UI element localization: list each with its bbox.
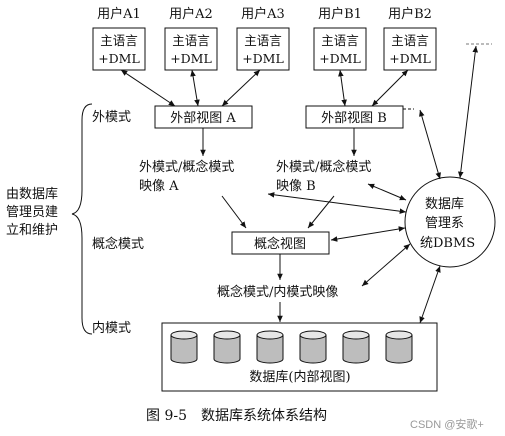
disk-cylinder-icon (385, 330, 413, 364)
svg-text:+DML: +DML (389, 51, 431, 66)
conceptual-view: 概念视图 (231, 231, 330, 255)
disk-cylinder-icon (342, 330, 370, 364)
svg-text:主语言: 主语言 (244, 33, 282, 48)
svg-text:主语言: 主语言 (391, 33, 429, 48)
level-conceptual: 概念模式 (92, 236, 144, 252)
arrow-mapping-a-conceptual (221, 195, 247, 229)
dba-label-line3: 立和维护 (6, 223, 58, 238)
mapping-a-line1: 外模式/概念模式 (139, 159, 234, 175)
arrow-a1-view-a (120, 69, 176, 107)
arrow-a3-view-a (221, 69, 261, 107)
svg-text:统DBMS: 统DBMS (420, 236, 475, 251)
user-label-a3: 用户A3 (241, 6, 285, 22)
svg-text:主语言: 主语言 (100, 33, 138, 48)
user-program-b2: 主语言 +DML (383, 27, 437, 71)
figure-caption: 图 9-5 数据库系统体系结构 (146, 408, 327, 424)
arrow-dbms-mapping-b (367, 183, 407, 201)
disk-cylinder-icon (170, 330, 198, 364)
disk-cylinder-icon (299, 330, 327, 364)
svg-text:+DML: +DML (242, 51, 284, 66)
user-label-b1: 用户B1 (318, 6, 362, 22)
dba-label-line1: 由数据库 (6, 186, 58, 202)
arrow-b1-view-b (338, 69, 347, 107)
external-view-b: 外部视图 B (305, 105, 404, 129)
level-internal: 内模式 (92, 320, 131, 336)
disk-cylinder-icon (256, 330, 284, 364)
arrow-dbms-database (419, 265, 441, 324)
disk-cylinders (170, 330, 413, 364)
external-view-a: 外部视图 A (154, 105, 253, 129)
svg-text:主语言: 主语言 (321, 33, 359, 48)
svg-text:+DML: +DML (98, 51, 140, 66)
arrow-dbms-view-b (419, 109, 441, 180)
svg-text:+DML: +DML (170, 51, 212, 66)
user-program-b1: 主语言 +DML (313, 27, 367, 71)
arrow-dbms-conceptual (330, 226, 406, 242)
user-program-a2: 主语言 +DML (164, 27, 218, 71)
svg-text:主语言: 主语言 (172, 33, 210, 48)
watermark: CSDN @安歌+ (410, 417, 484, 431)
arrow-dbms-top (457, 45, 479, 179)
user-label-a1: 用户A1 (97, 6, 141, 22)
svg-text:外部视图 B: 外部视图 B (321, 111, 387, 126)
svg-text:管理系: 管理系 (425, 216, 464, 231)
svg-text:概念视图: 概念视图 (254, 236, 306, 252)
arrow-dbms-internal-mapping (361, 243, 411, 287)
disk-cylinder-icon (213, 330, 241, 364)
user-label-b2: 用户B2 (388, 6, 432, 22)
dba-label-line2: 管理员建 (6, 205, 58, 220)
svg-text:外部视图 A: 外部视图 A (170, 111, 236, 126)
arrow-b2-view-b (371, 69, 409, 107)
user-program-a1: 主语言 +DML (92, 27, 146, 71)
left-brace (71, 103, 93, 335)
svg-text:数据库: 数据库 (425, 196, 464, 212)
level-external: 外模式 (92, 110, 131, 125)
database-label: 数据库(内部视图) (249, 369, 350, 385)
user-label-a2: 用户A2 (169, 6, 213, 22)
mapping-internal: 概念模式/内模式映像 (217, 284, 338, 300)
arrow-a2-view-a (190, 69, 200, 107)
arrow-dbms-view-a (267, 192, 407, 214)
mapping-b-line2: 映像 B (276, 179, 316, 194)
mapping-a-line2: 映像 A (139, 179, 179, 194)
svg-text:+DML: +DML (319, 51, 361, 66)
user-program-a3: 主语言 +DML (236, 27, 290, 71)
dbms-circle: 数据库 管理系 统DBMS (404, 176, 496, 268)
mapping-b-line1: 外模式/概念模式 (276, 159, 371, 175)
